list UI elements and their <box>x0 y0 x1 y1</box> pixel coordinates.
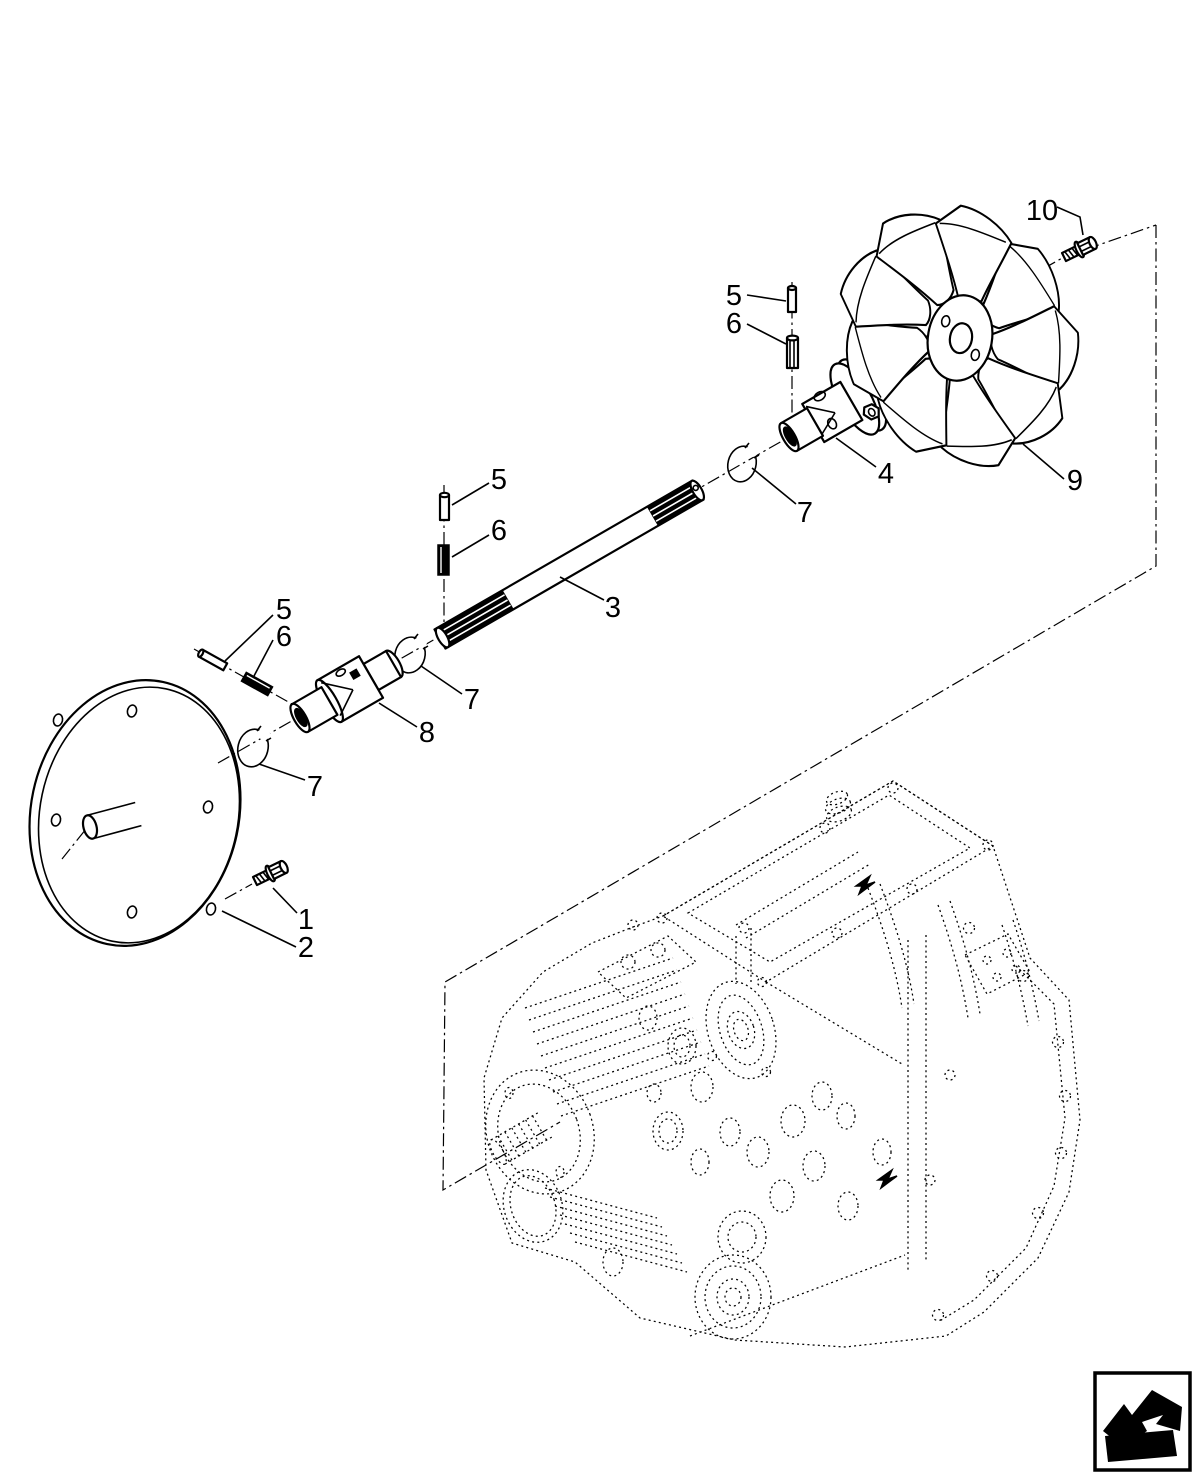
callout-6-left: 6 <box>276 621 292 653</box>
bearing-cover-rings <box>705 980 777 1080</box>
fan-hub <box>926 294 994 382</box>
callout-6-mid: 6 <box>491 515 507 547</box>
cooling-fins-upper <box>524 957 710 1117</box>
leader-lines <box>221 206 1084 948</box>
callout-4: 4 <box>878 458 894 490</box>
callout-7-front: 7 <box>307 771 323 803</box>
roll-pin-mid <box>437 544 450 576</box>
callout-6-top: 6 <box>726 308 742 340</box>
callout-7-mid: 7 <box>464 684 480 716</box>
snap-ring-front <box>236 725 272 768</box>
snap-ring-rear <box>726 442 760 483</box>
pin-mid-long <box>438 491 451 522</box>
snap-ring-mid <box>394 633 429 674</box>
transmission-housing-phantom <box>483 780 1081 1348</box>
fan-bolt <box>1060 235 1098 263</box>
return-arrow-icon[interactable] <box>1093 1371 1192 1472</box>
pin-top-long <box>786 284 798 314</box>
callout-5-left: 5 <box>276 594 292 626</box>
plate-stub-shaft <box>81 801 142 840</box>
orientation-arrow-icon <box>875 1167 898 1191</box>
callout-2: 2 <box>298 932 314 964</box>
drive-shaft <box>433 479 706 650</box>
roll-pin-front <box>240 671 274 697</box>
cover-plate <box>28 679 242 947</box>
fan <box>839 204 1080 468</box>
callout-10: 10 <box>1026 195 1058 227</box>
callout-9: 9 <box>1067 465 1083 497</box>
callout-8: 8 <box>419 717 435 749</box>
pin-front-long <box>197 648 229 672</box>
center-axis-stub <box>61 828 87 860</box>
phantom-boundary-line <box>442 225 1157 1192</box>
callout-5-top: 5 <box>726 280 742 312</box>
callout-labels: 10 9 5 6 4 7 5 6 3 7 8 5 6 7 1 2 <box>276 195 1083 964</box>
filler-plug <box>824 790 853 823</box>
roll-pin-top <box>785 334 800 370</box>
callout-3: 3 <box>605 592 621 624</box>
uj-coupling-front <box>289 649 404 734</box>
callout-7-rear: 7 <box>797 497 813 529</box>
housing-input-flange <box>485 1069 595 1195</box>
callout-5-mid: 5 <box>491 464 507 496</box>
orientation-arrow-icon <box>853 873 876 897</box>
bolt1-axis <box>224 883 253 900</box>
uj-coupling-rear <box>778 358 888 453</box>
cooling-fins-lower <box>544 1187 688 1273</box>
plate-bolt <box>251 859 289 887</box>
callout-1: 1 <box>298 904 314 936</box>
